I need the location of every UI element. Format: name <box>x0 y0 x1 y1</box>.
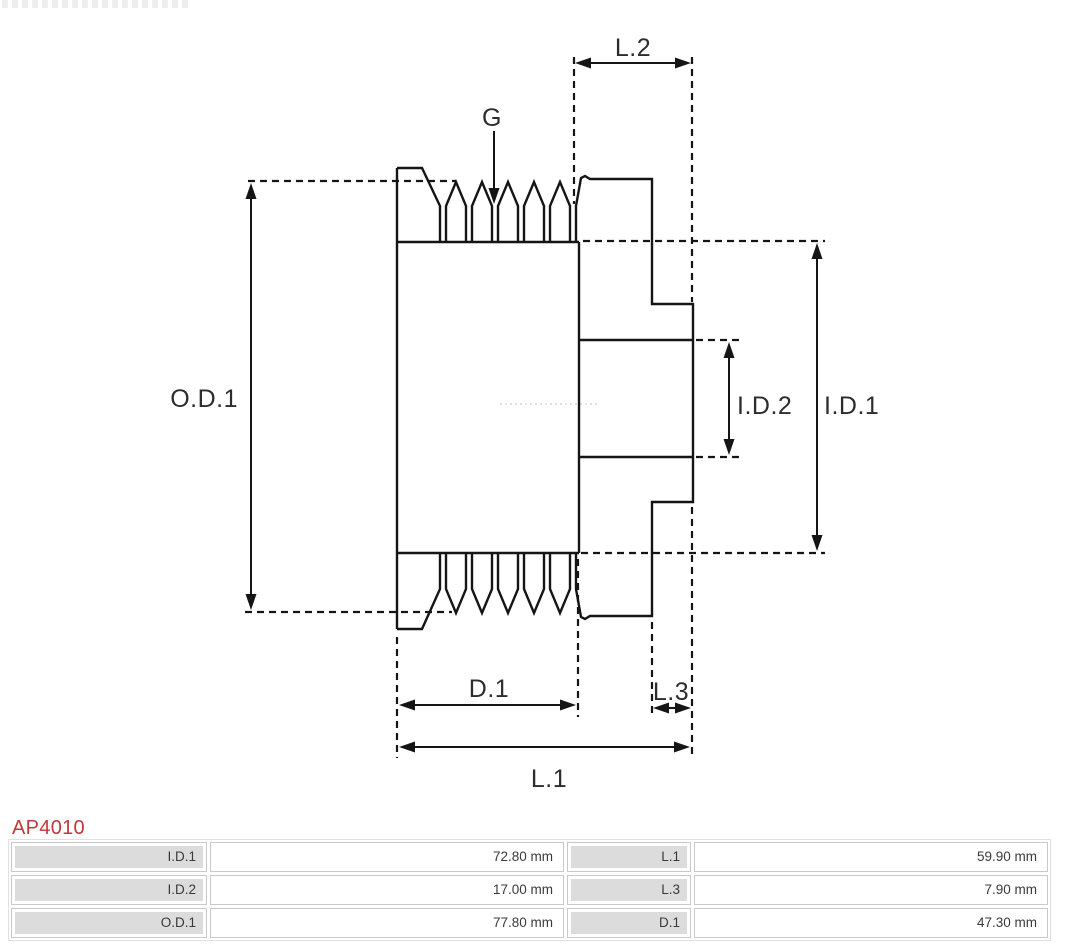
spec-value: 59.90 mm <box>694 842 1048 872</box>
arrowhead-up <box>245 183 257 199</box>
spec-label: I.D.2 <box>11 875 207 905</box>
spec-label: L.3 <box>567 875 691 905</box>
spec-value: 47.30 mm <box>694 908 1048 938</box>
dimension-id1: I.D.1 <box>811 243 879 551</box>
spec-label: O.D.1 <box>11 908 207 938</box>
arrowhead-right <box>674 741 690 753</box>
arrowhead-down <box>245 594 257 610</box>
dimension-d1: D.1 <box>399 675 576 711</box>
pulley-drawing-svg: O.D.1 L.2 G I.D.2 I.D.1 D.1 L.3 <box>170 34 879 793</box>
spec-table: I.D.1 72.80 mm L.1 59.90 mm I.D.2 17.00 … <box>8 839 1051 941</box>
arrowhead-right <box>560 699 576 711</box>
arrowhead-up <box>723 342 735 358</box>
arrowhead-left <box>575 57 591 69</box>
dimension-g: G <box>482 104 502 204</box>
od1-label: O.D.1 <box>170 385 238 413</box>
arrowhead-left <box>399 741 415 753</box>
spec-value: 17.00 mm <box>210 875 564 905</box>
arrowhead-down <box>811 535 823 551</box>
arrowhead-down <box>488 188 500 204</box>
cropped-logo-fragment <box>2 0 188 8</box>
dimension-l1: L.1 <box>399 741 690 793</box>
id2-label: I.D.2 <box>737 392 792 420</box>
l2-label: L.2 <box>615 34 651 62</box>
dimension-l3: L.3 <box>653 678 691 714</box>
dimension-id2: I.D.2 <box>723 342 792 455</box>
spec-value: 77.80 mm <box>210 908 564 938</box>
part-number: AP4010 <box>12 817 85 839</box>
dimension-od1: O.D.1 <box>170 183 257 610</box>
d1-label: D.1 <box>469 675 509 703</box>
g-label: G <box>482 104 502 132</box>
spec-value: 72.80 mm <box>210 842 564 872</box>
dimension-l2: L.2 <box>575 34 691 69</box>
spec-label: L.1 <box>567 842 691 872</box>
arrowhead-up <box>811 243 823 259</box>
l1-label: L.1 <box>531 765 567 793</box>
pulley-technical-drawing: O.D.1 L.2 G I.D.2 I.D.1 D.1 L.3 <box>170 34 879 793</box>
extension-lines <box>245 57 825 758</box>
spec-label: D.1 <box>567 908 691 938</box>
arrowhead-right <box>675 57 691 69</box>
id1-label: I.D.1 <box>824 392 879 420</box>
arrowhead-down <box>723 439 735 455</box>
spec-value: 7.90 mm <box>694 875 1048 905</box>
l3-label: L.3 <box>653 678 689 706</box>
arrowhead-left <box>653 702 669 714</box>
spec-label: I.D.1 <box>11 842 207 872</box>
arrowhead-left <box>399 699 415 711</box>
arrowhead-right <box>675 702 691 714</box>
pulley-outline <box>395 166 695 631</box>
